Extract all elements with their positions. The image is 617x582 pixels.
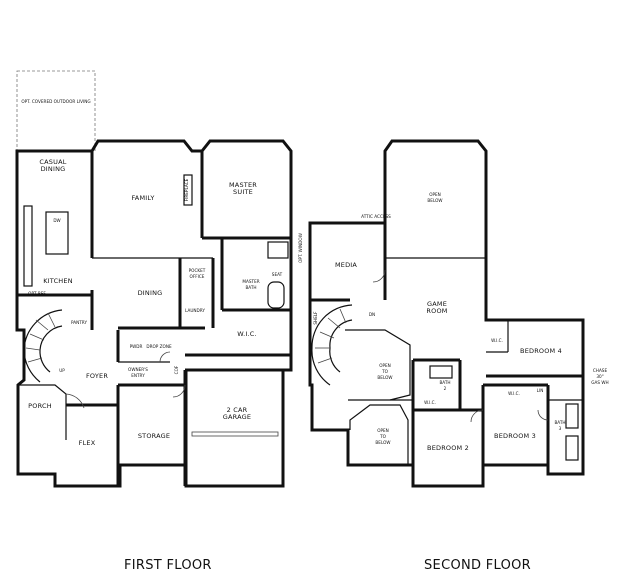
label-fireplace: FIREPLACE xyxy=(184,178,189,201)
first-floor-title: FIRST FLOOR xyxy=(124,558,212,573)
door-swing xyxy=(172,384,186,398)
label-dw: DW xyxy=(53,218,60,223)
label-laundry: LAUNDRY xyxy=(185,308,205,313)
label-pocket-office: OFFICE xyxy=(190,274,205,279)
label-bath3-num: 3 xyxy=(559,426,562,431)
label-gas-wh: GAS WH xyxy=(591,380,608,385)
upper-curved-staircase xyxy=(311,304,353,386)
label-open-mid-2: TO xyxy=(381,369,389,374)
stair-tread xyxy=(327,317,341,329)
label-up: UP xyxy=(59,368,65,373)
bath3-tub xyxy=(565,403,579,429)
opt-outdoor-living-area xyxy=(16,70,96,152)
master-tub xyxy=(267,281,285,309)
first-floor-exterior-wall xyxy=(15,139,293,488)
label-open-below-top-2: BELOW xyxy=(427,198,442,203)
label-opt-outdoor: OPT. COVERED OUTDOOR LIVING xyxy=(21,99,90,104)
stair-tread xyxy=(47,312,56,328)
label-family: FAMILY xyxy=(131,194,154,202)
label-chase-size: 30" xyxy=(596,374,603,379)
label-wic-left: W.I.C. xyxy=(424,400,436,405)
upper-curved-staircase-inner xyxy=(329,319,353,373)
label-master-b: MASTER xyxy=(242,279,259,284)
label-bedroom4: BEDROOM 4 xyxy=(520,347,562,355)
bath3-vanity xyxy=(565,435,579,461)
label-dn: DN xyxy=(369,312,375,317)
label-bath3: BATH xyxy=(554,420,565,425)
label-master-bath: BATH xyxy=(245,285,256,290)
curved-staircase xyxy=(23,309,63,383)
label-open-mid-3: BELOW xyxy=(377,375,392,380)
stair-tread xyxy=(317,357,333,364)
railing-open-below-mid xyxy=(345,329,411,401)
label-open-below-top: OPEN xyxy=(429,192,441,197)
label-porch: PORCH xyxy=(28,402,52,410)
door-swing xyxy=(65,393,85,409)
kitchen-island xyxy=(45,211,69,255)
railing-open-below-low xyxy=(349,404,409,465)
label-master: MASTER xyxy=(229,181,257,189)
label-seat: SEAT xyxy=(272,272,283,277)
label-game-room: ROOM xyxy=(426,307,447,315)
label-pantry: PANTRY xyxy=(71,320,87,325)
stair-tread xyxy=(25,347,41,351)
label-open-low-1: OPEN xyxy=(377,428,389,433)
door-swing xyxy=(372,269,386,283)
stair-tread xyxy=(29,333,45,341)
label-casual: CASUAL xyxy=(39,158,66,166)
label-open-low-3: BELOW xyxy=(375,440,390,445)
garage-door xyxy=(191,431,279,437)
label-open-low-2: TO xyxy=(379,434,387,439)
curved-staircase-inner xyxy=(39,325,63,373)
label-owners: OWNER'S xyxy=(128,367,148,372)
label-wic-top: W.I.C. xyxy=(491,338,503,343)
door-swing xyxy=(537,409,549,421)
bath2-tub xyxy=(429,365,453,379)
label-opt-ref: OPT REF xyxy=(28,291,46,296)
label-media: MEDIA xyxy=(335,261,357,269)
label-foyer: FOYER xyxy=(86,372,108,380)
door-swing xyxy=(159,351,171,363)
label-linen: LIN xyxy=(537,388,544,393)
label-bath2: BATH xyxy=(439,380,450,385)
label-kitchen: KITCHEN xyxy=(43,277,73,285)
label-bath2-num: 2 xyxy=(444,386,447,391)
label-pocket: POCKET xyxy=(189,268,206,273)
kitchen-counter xyxy=(23,205,33,287)
second-floor-exterior-wall xyxy=(308,139,585,488)
master-shower xyxy=(267,241,289,259)
label-opt-window: OPT. WINDOW xyxy=(298,233,303,263)
label-chase: CHASE xyxy=(593,368,608,373)
label-game: GAME xyxy=(427,300,447,308)
stair-tread xyxy=(35,319,49,331)
stair-tread xyxy=(27,357,43,363)
label-wic: W.I.C. xyxy=(237,330,257,338)
label-flex: FLEX xyxy=(79,439,96,447)
stair-tread xyxy=(319,331,335,339)
label-2-car: 2 CAR xyxy=(227,406,248,414)
label-shelf: SHELF xyxy=(313,311,318,325)
label-garage: GARAGE xyxy=(223,413,251,421)
door-swing xyxy=(470,409,484,423)
stair-tread xyxy=(339,308,347,324)
label-master-suite: SUITE xyxy=(233,188,253,196)
label-bedroom2: BEDROOM 2 xyxy=(427,444,469,452)
label-storage: STORAGE xyxy=(138,432,170,440)
second-floor-plan: OPEN BELOW ATTIC ACCESS OPT. WINDOW MEDI… xyxy=(298,139,609,488)
label-open-mid-1: OPEN xyxy=(379,363,391,368)
label-casual-dining: DINING xyxy=(41,165,66,173)
label-dining: DINING xyxy=(138,289,163,297)
second-floor-title: SECOND FLOOR xyxy=(424,558,531,573)
first-floor-plan: OPT. COVERED OUTDOOR LIVING CASUAL DININ… xyxy=(15,70,293,488)
label-wic-right: W.I.C. xyxy=(508,391,520,396)
label-cof: COF xyxy=(174,365,179,374)
label-drop-zone: DROP ZONE xyxy=(146,344,172,349)
porch-outline xyxy=(18,384,67,440)
label-attic-access: ATTIC ACCESS xyxy=(361,214,391,219)
label-owners-entry: ENTRY xyxy=(131,373,145,378)
label-bedroom3: BEDROOM 3 xyxy=(494,432,536,440)
label-pwdr: PWDR xyxy=(130,344,143,349)
fireplace-hearth xyxy=(183,174,193,206)
